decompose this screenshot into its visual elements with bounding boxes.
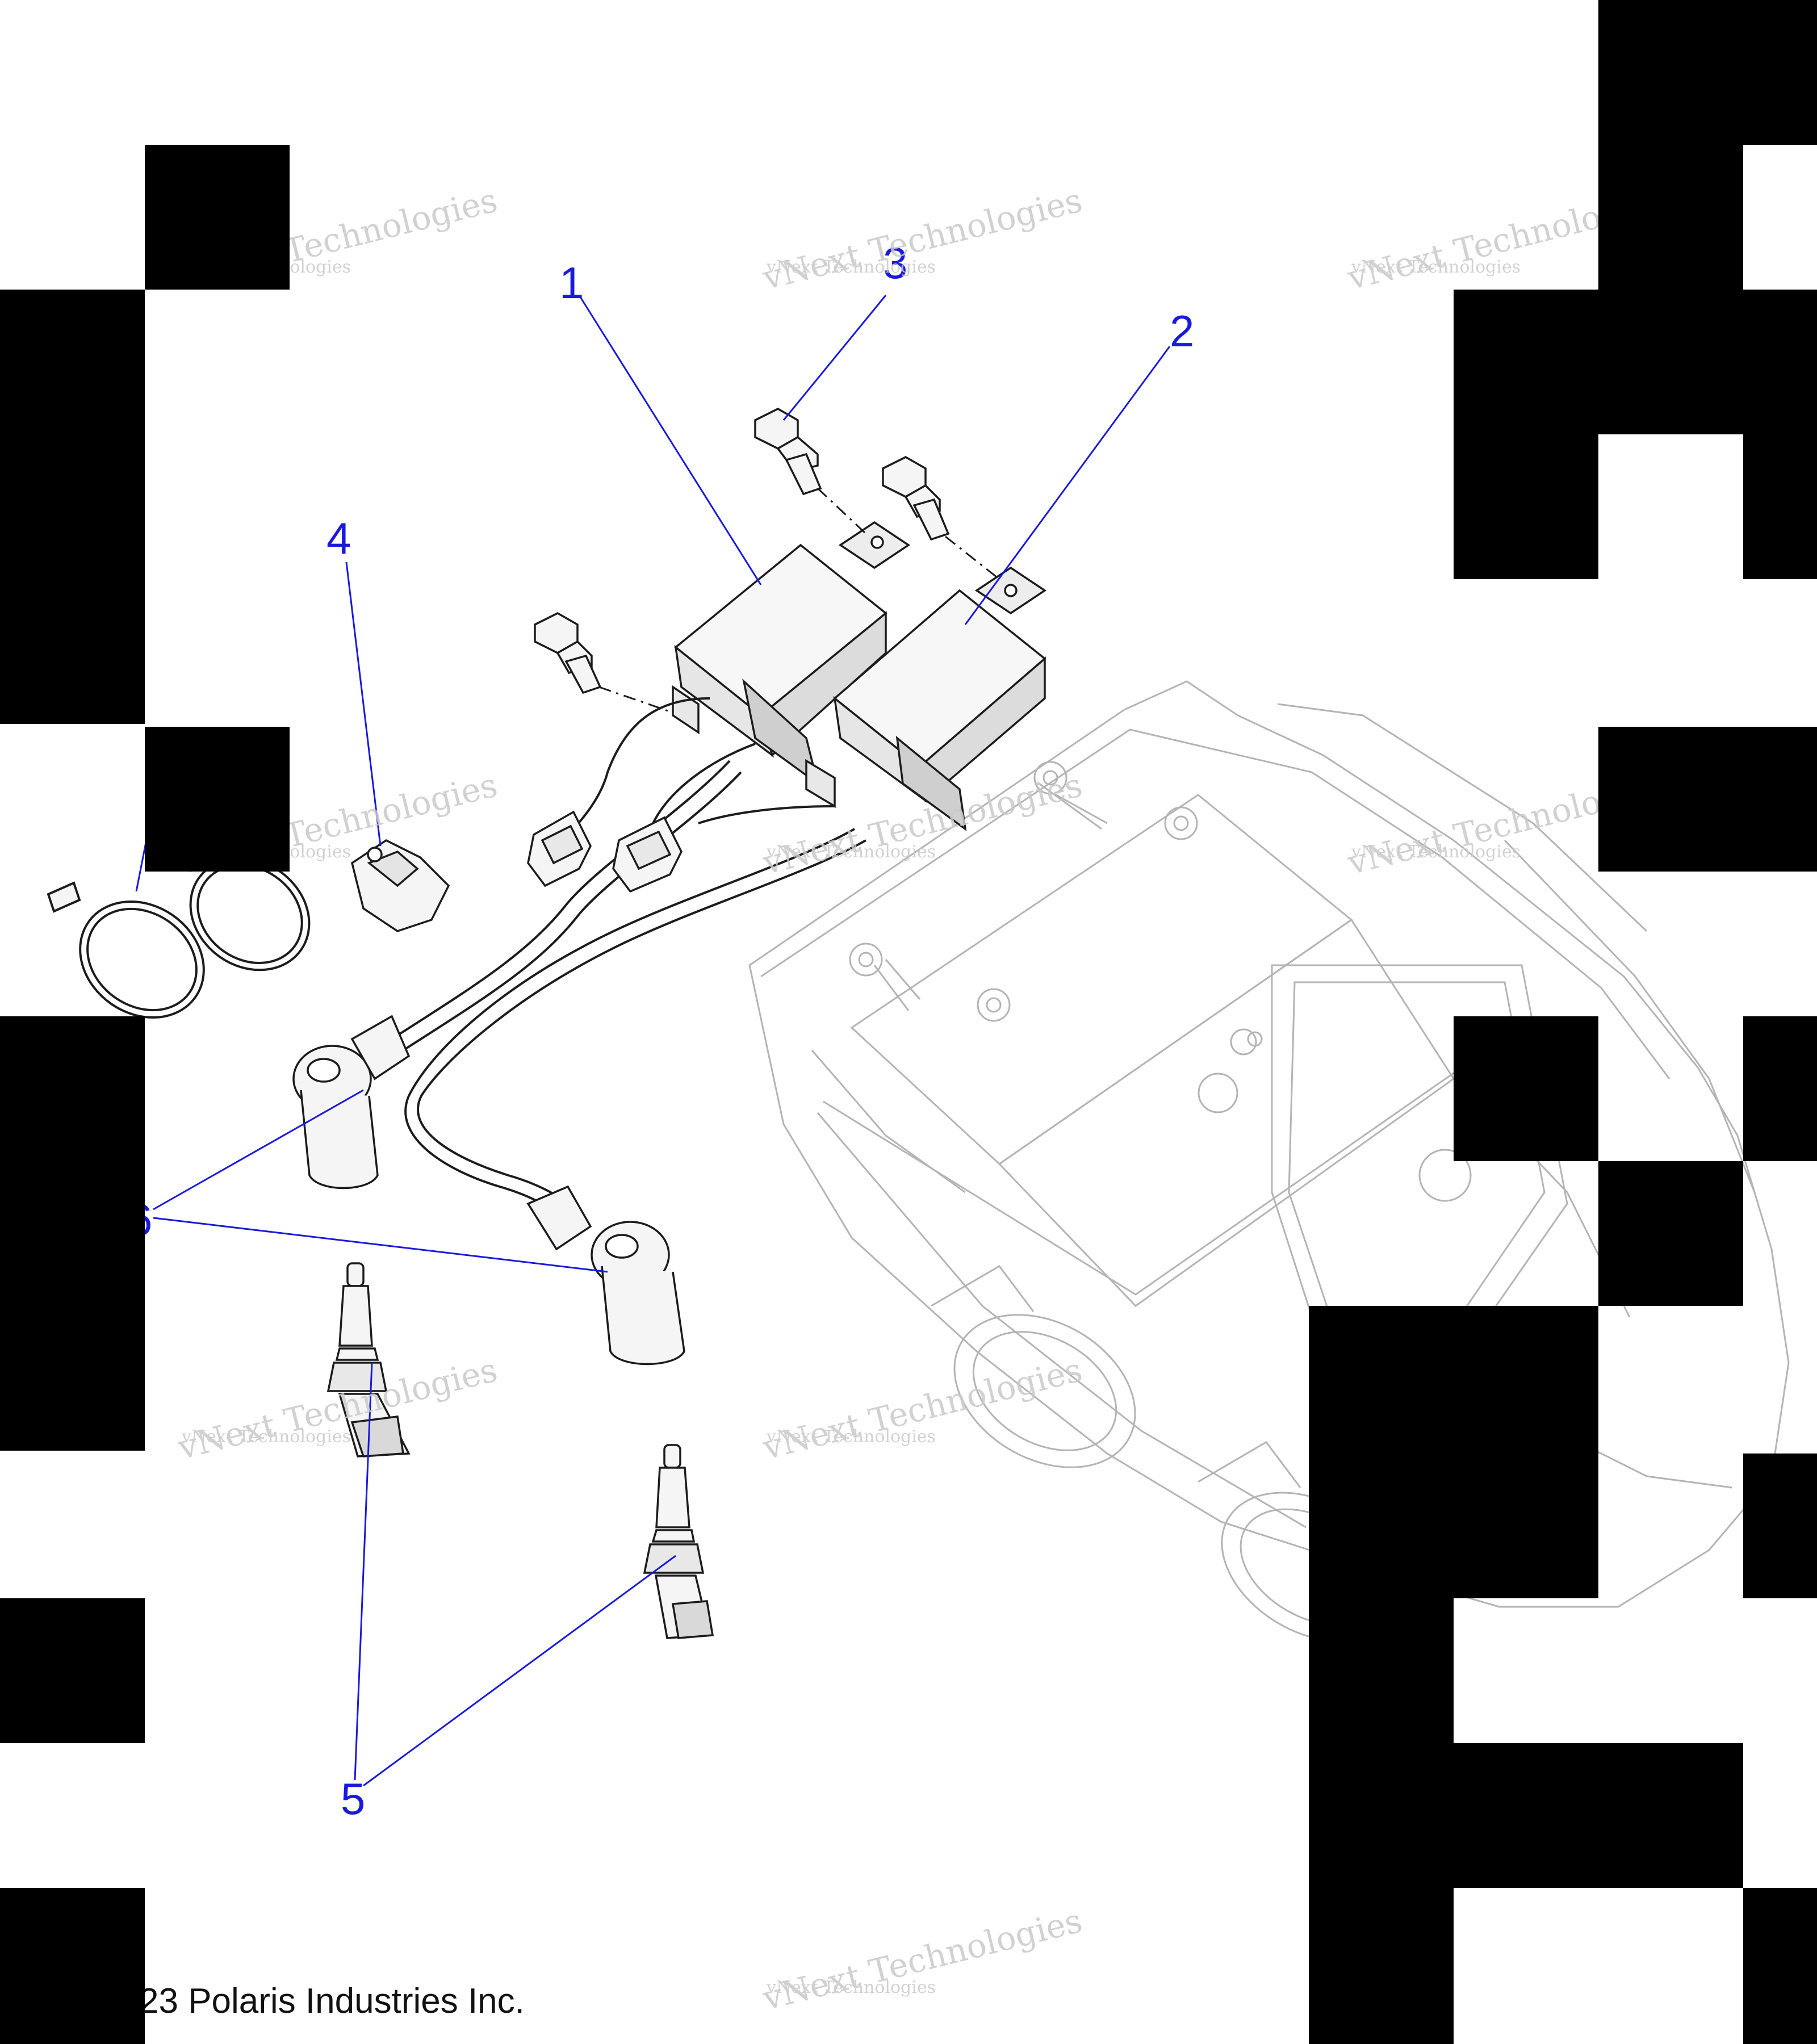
svg-text:vNext Technologies: vNext Technologies [759, 1901, 1086, 2018]
bolt-a [754, 408, 822, 496]
fastener-alignment-lines [598, 487, 1000, 714]
svg-text:vNext Technologies: vNext Technologies [1351, 842, 1521, 862]
ignition-coil-2 [805, 566, 1047, 831]
svg-text:vNext Technologies: vNext Technologies [766, 842, 936, 862]
spark-plug-right [643, 1444, 714, 1639]
svg-text:vNext Technologies: vNext Technologies [181, 1427, 351, 1447]
bolt-b [882, 456, 950, 541]
copyright-text: 23 Polaris Industries Inc. [139, 1982, 525, 2021]
callout-1: 1 [559, 258, 584, 308]
callout-2: 2 [1170, 306, 1194, 356]
spark-plug-leads [391, 697, 866, 1228]
svg-text:vNext Technologies: vNext Technologies [766, 257, 936, 277]
watermark-tile: vNext Technologies vNext Technologies [759, 1901, 1086, 2018]
svg-text:vNext Technologies: vNext Technologies [766, 1978, 936, 1997]
harness-connectors [527, 810, 683, 893]
svg-text:vNext Technologies: vNext Technologies [759, 1350, 1086, 1467]
harness-clip [351, 839, 450, 932]
svg-text:vNext Technologies: vNext Technologies [1351, 257, 1521, 277]
callout-5: 5 [341, 1774, 365, 1824]
callout-labels: 1 2 3 4 5 6 [128, 238, 1194, 1824]
watermark-tile: vNext Technologies vNext Technologies [759, 1350, 1086, 1467]
svg-text:vNext Technologies: vNext Technologies [766, 1427, 936, 1447]
spark-plug-boot-lower [526, 1185, 685, 1366]
spark-plug-left [326, 1262, 411, 1457]
bolts [534, 408, 950, 694]
bolt-c [534, 612, 602, 694]
callout-3: 3 [883, 238, 907, 288]
callout-4: 4 [326, 513, 351, 563]
callout-leaders [135, 295, 1171, 1787]
watermark-tile: vNext Technologies vNext Technologies [759, 181, 1086, 298]
spark-plug-boot-upper [292, 1015, 411, 1189]
svg-text:vNext Technologies: vNext Technologies [759, 181, 1086, 298]
